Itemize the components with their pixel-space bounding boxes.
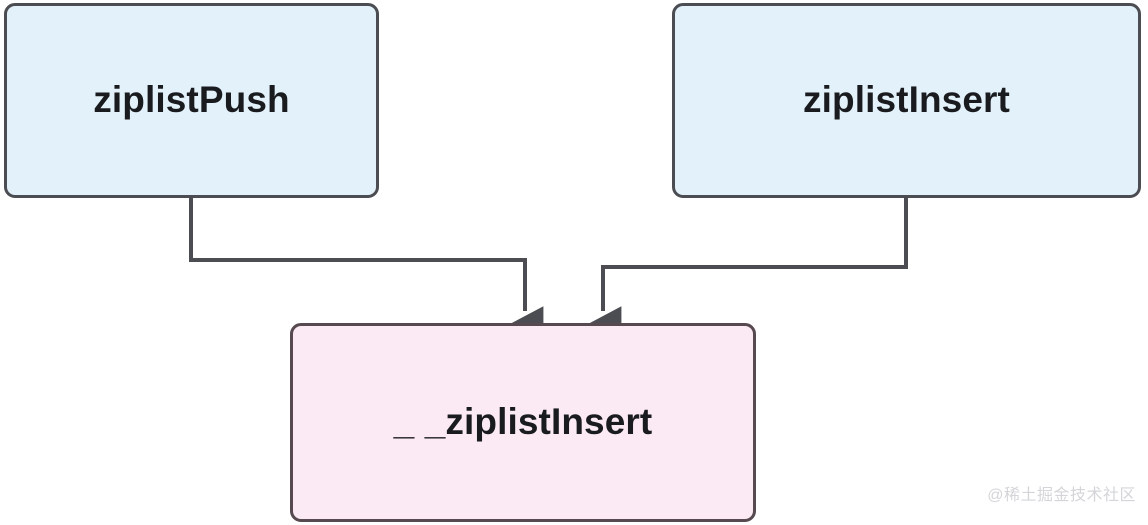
node-ziplist-insert[interactable]: ziplistInsert bbox=[672, 3, 1141, 198]
node-ziplist-push[interactable]: ziplistPush bbox=[4, 3, 379, 198]
node-ziplist-push-label: ziplistPush bbox=[93, 79, 290, 121]
edge-push-to-internal bbox=[189, 198, 544, 347]
node-internal-ziplist-insert-label: _ _ziplistInsert bbox=[393, 401, 653, 443]
watermark: @稀土掘金技术社区 bbox=[987, 487, 1136, 504]
node-internal-ziplist-insert[interactable]: _ _ziplistInsert bbox=[290, 323, 756, 522]
edge-insert-to-internal bbox=[583, 198, 908, 347]
node-ziplist-insert-label: ziplistInsert bbox=[803, 79, 1010, 121]
